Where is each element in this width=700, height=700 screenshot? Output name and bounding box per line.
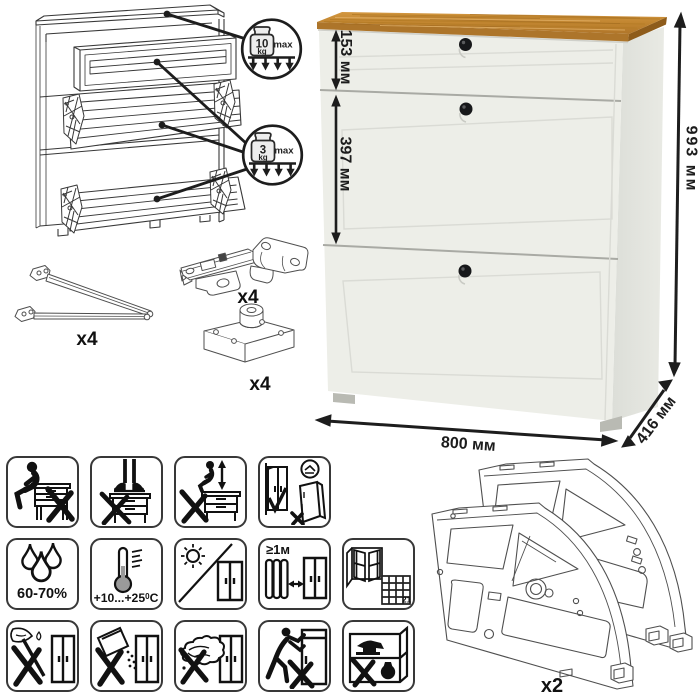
svg-text:max: max bbox=[273, 40, 293, 51]
svg-text:+10...+250C: +10...+250C bbox=[94, 591, 159, 605]
svg-text:x4: x4 bbox=[237, 287, 259, 308]
svg-text:60-70%: 60-70% bbox=[17, 586, 67, 602]
svg-text:x2: x2 bbox=[541, 675, 563, 697]
svg-text:21: 21 bbox=[402, 595, 411, 604]
svg-text:993 мм: 993 мм bbox=[683, 126, 700, 193]
svg-text:kg: kg bbox=[258, 153, 267, 162]
svg-text:max: max bbox=[274, 146, 294, 157]
svg-text:10: 10 bbox=[256, 39, 269, 51]
svg-text:153 мм: 153 мм bbox=[337, 30, 354, 85]
svg-text:x4: x4 bbox=[76, 329, 98, 350]
svg-text:x4: x4 bbox=[249, 374, 271, 395]
svg-text:800 мм: 800 мм bbox=[440, 434, 496, 455]
svg-text:≥1м: ≥1м bbox=[266, 542, 290, 557]
svg-text:kg: kg bbox=[257, 47, 266, 56]
svg-text:397 мм: 397 мм bbox=[337, 137, 354, 192]
svg-text:3: 3 bbox=[260, 145, 266, 157]
